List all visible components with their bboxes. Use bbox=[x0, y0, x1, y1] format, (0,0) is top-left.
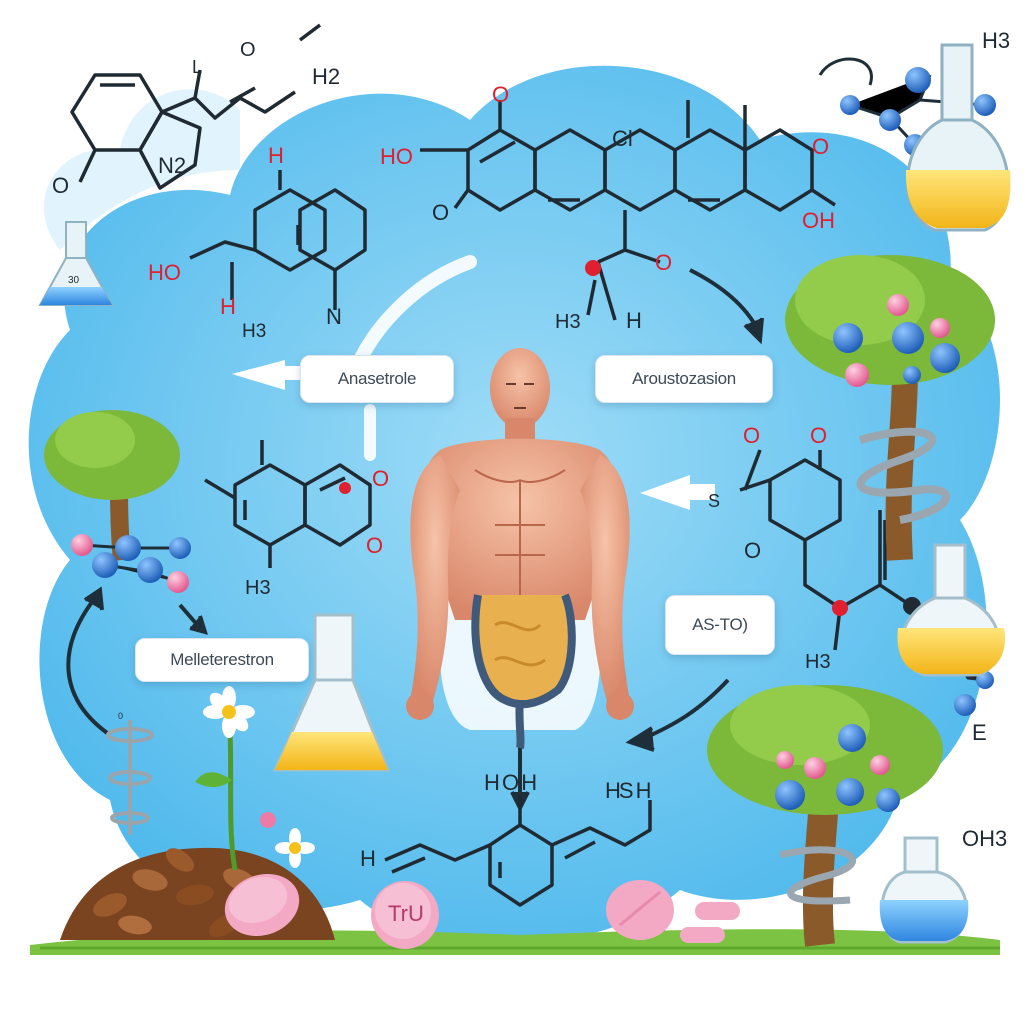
bottom-center-molecule bbox=[384, 795, 652, 907]
atom-l: L bbox=[192, 57, 203, 77]
atom-hsh: HS H bbox=[605, 778, 652, 803]
atom-o: O bbox=[812, 134, 830, 159]
arrow-icon bbox=[640, 475, 690, 510]
atom-o: O bbox=[810, 423, 828, 448]
atom-h: H bbox=[268, 143, 284, 168]
atom-h: H bbox=[360, 846, 376, 871]
molecule-icon bbox=[775, 724, 900, 812]
center-top-molecule bbox=[420, 100, 836, 321]
label-aroustozasion: Aroustozasion bbox=[595, 355, 773, 403]
atom-h: H bbox=[626, 308, 642, 333]
atom-n: N bbox=[326, 304, 342, 329]
left-lower-molecule bbox=[204, 440, 372, 568]
atom-ho: HO bbox=[380, 144, 413, 169]
atom-o: O bbox=[240, 39, 256, 61]
lab-stand-icon bbox=[106, 720, 154, 835]
tree-icon bbox=[707, 685, 943, 947]
middle-left-molecule bbox=[189, 170, 367, 310]
label-meileterestron: Melleterestron bbox=[135, 638, 309, 682]
atom-o: O bbox=[432, 200, 450, 225]
atom-h3: H3 bbox=[982, 28, 1011, 53]
atom-cl: Cl bbox=[612, 126, 633, 151]
atom-o: O bbox=[743, 423, 761, 448]
atom-ho: HO bbox=[148, 260, 181, 285]
atom-s: S bbox=[708, 491, 721, 511]
atom-e: E bbox=[972, 720, 987, 745]
flask-icon bbox=[38, 221, 114, 306]
pill-icon bbox=[680, 902, 740, 943]
atom-h3: H3 bbox=[555, 311, 581, 333]
atom-o: O bbox=[366, 533, 384, 558]
oxygen-markers bbox=[339, 260, 848, 616]
atom-h3: H3 bbox=[245, 577, 271, 599]
flask-icon bbox=[897, 543, 1005, 677]
molecule-icon bbox=[833, 294, 960, 387]
label-asto: AS-TO) bbox=[665, 595, 775, 655]
atom-o: O bbox=[372, 466, 390, 491]
flower-icon bbox=[195, 686, 315, 871]
flask-tag: 30 bbox=[68, 275, 80, 286]
flask-icon bbox=[879, 836, 969, 944]
pill-icon bbox=[224, 873, 300, 937]
atom-o: O bbox=[655, 250, 673, 275]
flask-icon bbox=[905, 43, 1011, 232]
tree-icon bbox=[44, 410, 180, 561]
atom-oh3: OH3 bbox=[962, 826, 1008, 851]
pill-icon bbox=[371, 881, 439, 949]
stand-tag: 0 bbox=[118, 711, 124, 721]
dark-arrows bbox=[66, 268, 764, 813]
atom-hoh: H O H bbox=[484, 770, 537, 795]
atom-o: O bbox=[744, 538, 762, 563]
human-figure-icon bbox=[406, 348, 634, 749]
top-left-molecule bbox=[70, 23, 322, 190]
molecule-icon bbox=[71, 534, 191, 593]
flask-icon bbox=[272, 613, 391, 772]
atom-n2: N2 bbox=[158, 153, 187, 178]
white-cycle-arrow bbox=[232, 255, 715, 510]
atom-h3: H3 bbox=[805, 651, 831, 673]
pill-icon bbox=[606, 880, 674, 940]
atom-h3: H3 bbox=[242, 321, 267, 342]
atom-h: H bbox=[220, 294, 236, 319]
atom-oh: OH bbox=[802, 208, 835, 233]
pill-text: TrU bbox=[388, 901, 424, 926]
atom-o: O bbox=[492, 82, 510, 107]
label-anastrole: Anasetrole bbox=[300, 355, 454, 403]
atom-h2: H2 bbox=[312, 64, 341, 89]
atom-o: O bbox=[52, 173, 70, 198]
